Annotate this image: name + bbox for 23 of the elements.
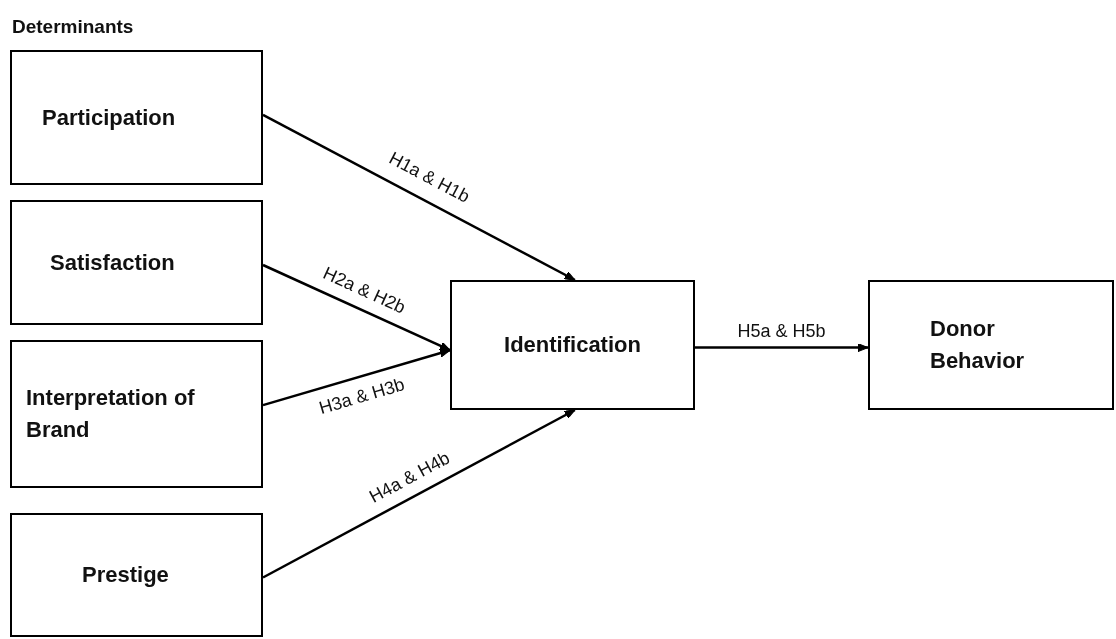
construct-box [10, 340, 263, 488]
arrow [262, 113, 576, 282]
arrow [262, 348, 451, 407]
arrow [695, 343, 869, 353]
construct-box [868, 280, 1114, 410]
arrow [262, 408, 576, 579]
construct-box [450, 280, 695, 410]
construct-name: Participation [42, 103, 176, 132]
construct-box [10, 200, 263, 325]
edge-label: H1a & H1b [385, 147, 475, 209]
construct-name: Identification [504, 331, 641, 360]
arrow [262, 263, 451, 352]
construct-name: Prestige [82, 561, 169, 590]
construct-name: Satisfaction [50, 248, 175, 277]
edge-label: H5a & H5b [736, 321, 827, 342]
edge-label: H3a & H3b [315, 374, 408, 420]
construct-box [10, 513, 263, 637]
construct-box [10, 50, 263, 185]
edge-label: H2a & H2b [319, 263, 410, 320]
construct-name: Donor Behavior [930, 315, 1026, 375]
edge-label: H4a & H4b [365, 447, 455, 509]
construct-name: Interpretation of Brand [26, 384, 196, 444]
group-heading: Determinants [12, 16, 134, 38]
